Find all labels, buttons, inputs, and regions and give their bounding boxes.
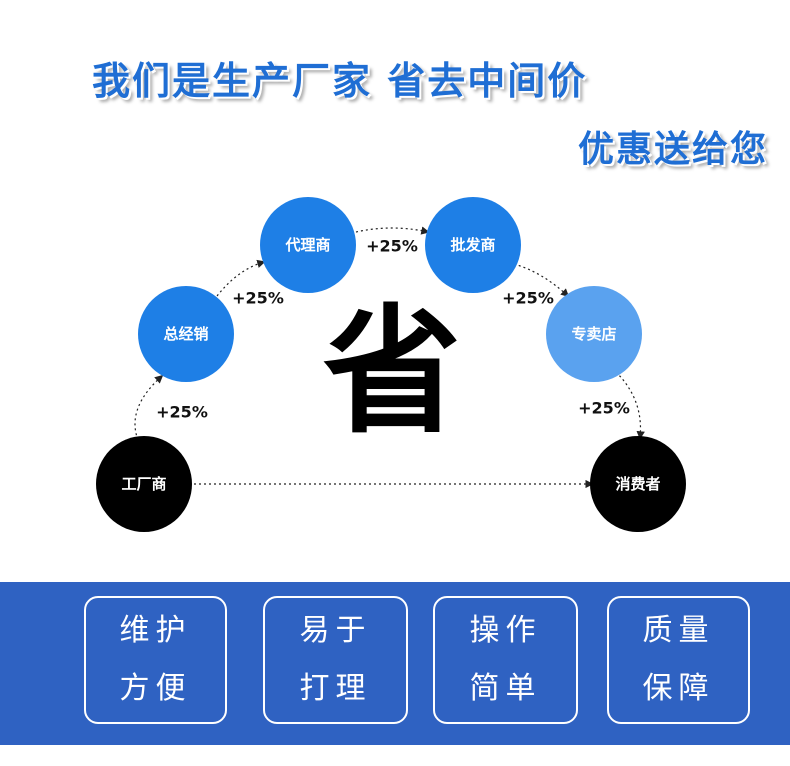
markup-label: +25% <box>156 403 208 422</box>
feature-line: 保障 <box>642 671 715 706</box>
feature-line: 操作 <box>469 613 542 648</box>
markup-label: +25% <box>502 289 554 308</box>
feature-line: 易于 <box>299 613 372 648</box>
node-label: 代理商 <box>284 236 330 254</box>
node-label: 消费者 <box>615 475 660 493</box>
feature-line: 质量 <box>642 613 715 648</box>
node-label: 批发商 <box>450 236 495 254</box>
arrow-factory-to-distributor <box>134 374 164 441</box>
feature-line: 方便 <box>119 671 192 706</box>
node-circle <box>546 286 642 382</box>
markup-label: +25% <box>578 399 630 418</box>
node-general-distributor: 总经销 <box>138 286 234 382</box>
markup-label: +25% <box>232 289 284 308</box>
node-circle <box>138 286 234 382</box>
headline-primary: 我们是生产厂家 省去中间价 <box>92 58 588 103</box>
node-circle <box>425 197 521 293</box>
arrow-wholesaler-to-store <box>513 263 570 298</box>
node-agent: 代理商 <box>260 197 356 293</box>
feature-line: 简单 <box>469 671 542 706</box>
markup-label: +25% <box>366 237 418 256</box>
arrow-distributor-to-agent <box>213 259 266 301</box>
node-consumer: 消费者 <box>590 436 686 532</box>
features-band: 维护 方便 易于 打理 操作 简单 质量 保障 <box>0 582 790 745</box>
node-label: 工厂商 <box>121 475 166 493</box>
feature-box-operation: 操作 简单 <box>433 596 578 724</box>
node-store: 专卖店 <box>546 286 642 382</box>
arrow-agent-to-wholesaler <box>355 226 430 235</box>
node-circle <box>590 436 686 532</box>
price-flow-diagram: 工厂商 总经销 代理商 批发商 专卖店 消费者 +25% +25% +25% +… <box>96 197 686 532</box>
feature-box-care: 易于 打理 <box>263 596 408 724</box>
node-label: 总经销 <box>163 325 208 343</box>
arrow-store-to-consumer <box>615 371 645 440</box>
node-circle <box>96 436 192 532</box>
node-factory: 工厂商 <box>96 436 192 532</box>
node-circle <box>260 197 356 293</box>
feature-box-maintenance: 维护 方便 <box>84 596 227 724</box>
headline-secondary: 优惠送给您 <box>578 128 769 170</box>
feature-box-quality: 质量 保障 <box>607 596 750 724</box>
feature-line: 维护 <box>119 613 192 648</box>
center-save-character: 省 <box>323 292 461 453</box>
feature-line: 打理 <box>299 671 372 706</box>
node-label: 专卖店 <box>571 325 616 343</box>
node-wholesaler: 批发商 <box>425 197 521 293</box>
